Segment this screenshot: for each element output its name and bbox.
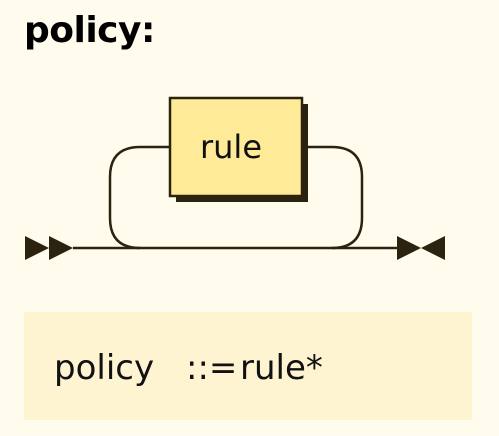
ebnf-lhs: policy [54,348,155,388]
nonterminal-rule-box[interactable] [168,96,304,198]
railroad-diagram: rule [25,96,445,260]
ebnf-operator: ::= [186,348,238,388]
repetition-loop-path [108,145,364,250]
end-marker-icon [397,236,445,260]
ebnf-definition-box: policy ::= rule* [24,312,472,420]
start-marker-icon [25,236,73,260]
diagram-title: policy: [24,10,155,51]
ebnf-rhs: rule* [240,348,323,388]
nonterminal-rule-label[interactable]: rule [200,128,262,166]
